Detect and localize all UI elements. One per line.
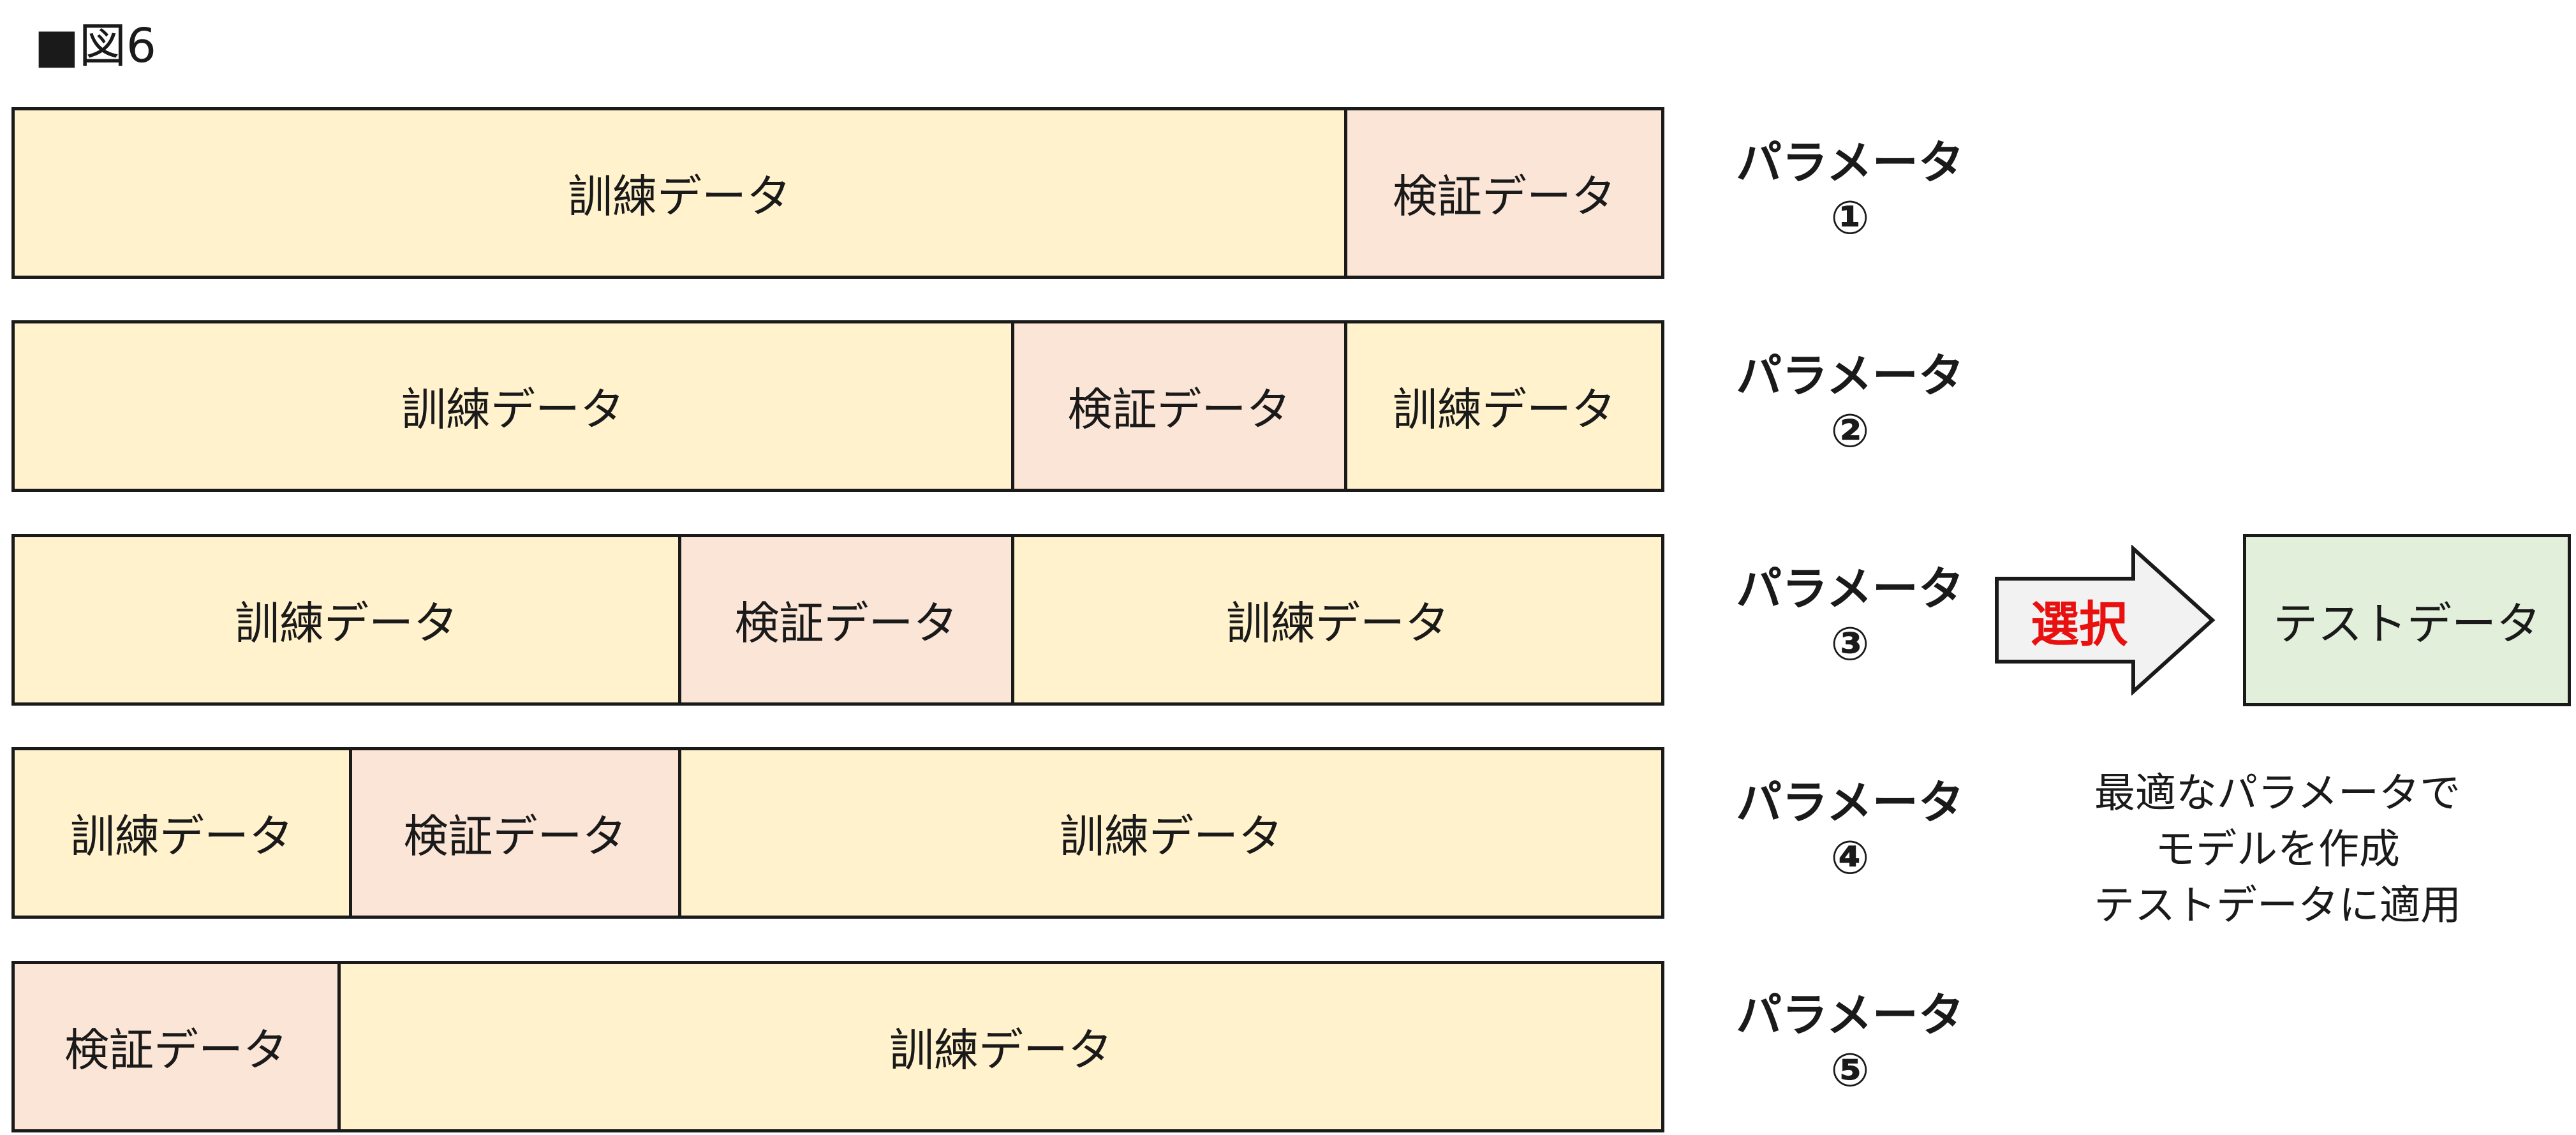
parameter-name: パラメータ (1736, 776, 1964, 829)
parameter-label-5: パラメータ ⑤ (1716, 988, 1984, 1097)
training-data-segment: 訓練データ (1014, 534, 1664, 706)
parameter-number: ③ (1830, 617, 1870, 671)
training-data-segment: 訓練データ (11, 534, 681, 706)
validation-data-segment: 検証データ (1014, 320, 1347, 492)
parameter-label-3: パラメータ ③ (1716, 561, 1984, 671)
select-arrow: 選択 (1993, 545, 2217, 695)
parameter-label-4: パラメータ ④ (1716, 775, 1984, 885)
parameter-label-2: パラメータ ② (1716, 348, 1984, 458)
fold-row-5: 検証データ 訓練データ (11, 961, 1664, 1132)
fold-row-3: 訓練データ 検証データ 訓練データ (11, 534, 1664, 706)
description-text: 最適なパラメータで モデルを作成 テストデータに適用 (2048, 766, 2507, 934)
test-data-box: テストデータ (2243, 534, 2571, 706)
description-line-3: テストデータに適用 (2094, 882, 2461, 930)
training-data-segment: 訓練データ (11, 747, 352, 919)
validation-data-segment: 検証データ (1347, 107, 1664, 279)
training-data-segment: 訓練データ (11, 320, 1014, 492)
training-data-segment: 訓練データ (681, 747, 1664, 919)
fold-row-4: 訓練データ 検証データ 訓練データ (11, 747, 1664, 919)
parameter-number: ② (1830, 404, 1870, 457)
fold-row-2: 訓練データ 検証データ 訓練データ (11, 320, 1664, 492)
validation-data-segment: 検証データ (681, 534, 1014, 706)
select-label: 選択 (2031, 596, 2128, 653)
validation-data-segment: 検証データ (352, 747, 681, 919)
parameter-number: ① (1830, 191, 1870, 244)
parameter-name: パラメータ (1736, 988, 1964, 1042)
description-line-1: 最適なパラメータで (2094, 770, 2461, 817)
validation-data-segment: 検証データ (11, 961, 341, 1132)
fold-row-1: 訓練データ 検証データ (11, 107, 1664, 279)
parameter-label-1: パラメータ ① (1716, 135, 1984, 245)
parameter-name: パラメータ (1736, 349, 1964, 403)
right-arrow-icon (1995, 545, 2216, 695)
description-line-2: モデルを作成 (2155, 826, 2400, 873)
parameter-number: ④ (1830, 831, 1870, 884)
parameter-number: ⑤ (1830, 1043, 1870, 1097)
parameter-name: パラメータ (1736, 562, 1964, 616)
training-data-segment: 訓練データ (1347, 320, 1664, 492)
training-data-segment: 訓練データ (341, 961, 1664, 1132)
figure-title: ■図6 (34, 19, 156, 73)
parameter-name: パラメータ (1736, 136, 1964, 189)
training-data-segment: 訓練データ (11, 107, 1347, 279)
